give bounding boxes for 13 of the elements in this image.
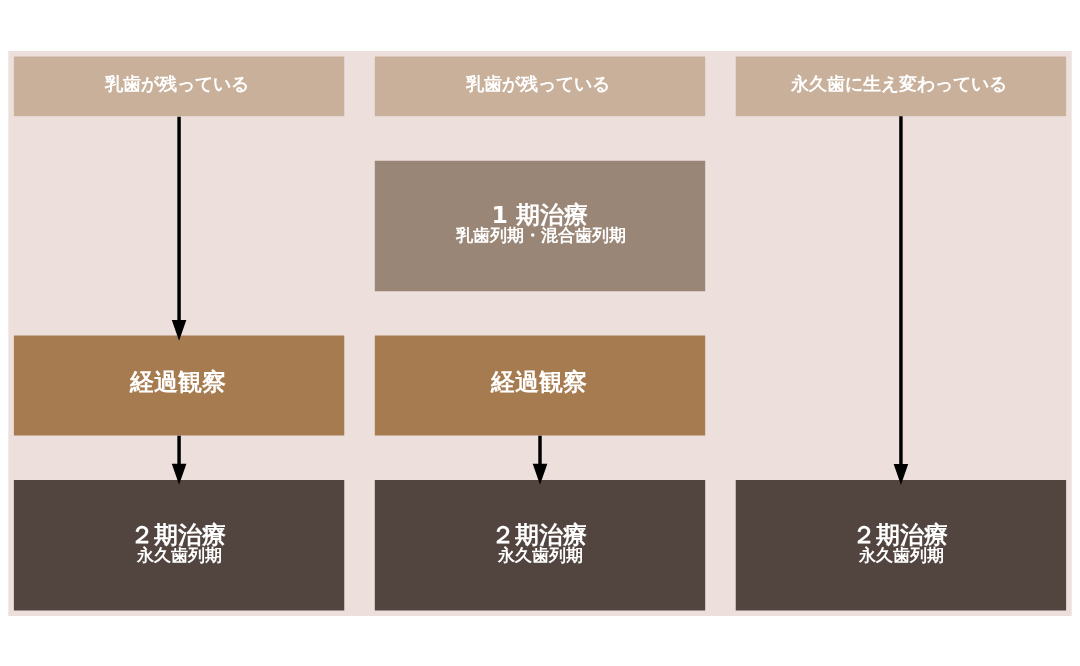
node-box: ２期治療 永久歯列期: [374, 479, 706, 610]
node-box: 経過観察: [374, 335, 706, 436]
arrow: [532, 435, 548, 485]
node-box: 1 期治療 乳歯列期・混合歯列期: [374, 160, 706, 291]
node-box: 経過観察: [13, 335, 345, 436]
node-box: 乳歯が残っている: [13, 56, 345, 116]
arrow: [171, 116, 187, 341]
node-box: ２期治療 永久歯列期: [13, 479, 345, 610]
node-box: 乳歯が残っている: [374, 56, 706, 116]
arrow: [171, 435, 187, 485]
arrow: [893, 115, 909, 485]
node-box: ２期治療 永久歯列期: [735, 479, 1067, 610]
node-box: 永久歯に生え変わっている: [735, 56, 1067, 116]
